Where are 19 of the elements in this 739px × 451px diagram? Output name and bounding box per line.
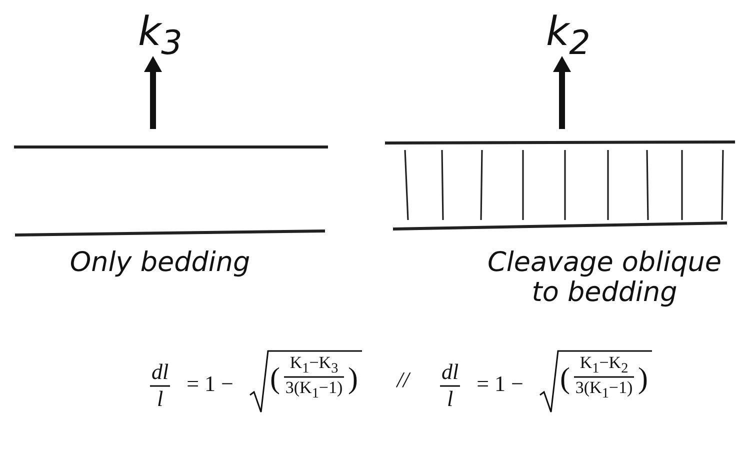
- math-text: ): [637, 362, 649, 395]
- math-text: l: [446, 387, 454, 412]
- caption: Only bedding: [68, 248, 252, 278]
- math-text: 3(K$_{1}$−1): [284, 379, 344, 402]
- math-text: l: [156, 387, 164, 412]
- separator-symbol: //: [395, 368, 412, 392]
- axis-label: k$_{3}$: [138, 10, 184, 62]
- math-text: (: [559, 362, 571, 395]
- math-text: dl: [150, 360, 170, 384]
- axis-label: k$_{2}$: [546, 10, 592, 62]
- math-text: = 1 −: [476, 372, 524, 396]
- math-text: K$_{1}$−K$_{3}$: [288, 354, 340, 377]
- caption: Cleavage oblique to bedding: [486, 248, 722, 308]
- math-text: ): [347, 362, 359, 395]
- math-text: K$_{1}$−K$_{2}$: [578, 354, 630, 377]
- math-text: (: [269, 362, 281, 395]
- math-text: = 1 −: [186, 372, 234, 396]
- math-text: 3(K$_{1}$−1): [574, 379, 634, 402]
- math-text: dl: [440, 360, 460, 384]
